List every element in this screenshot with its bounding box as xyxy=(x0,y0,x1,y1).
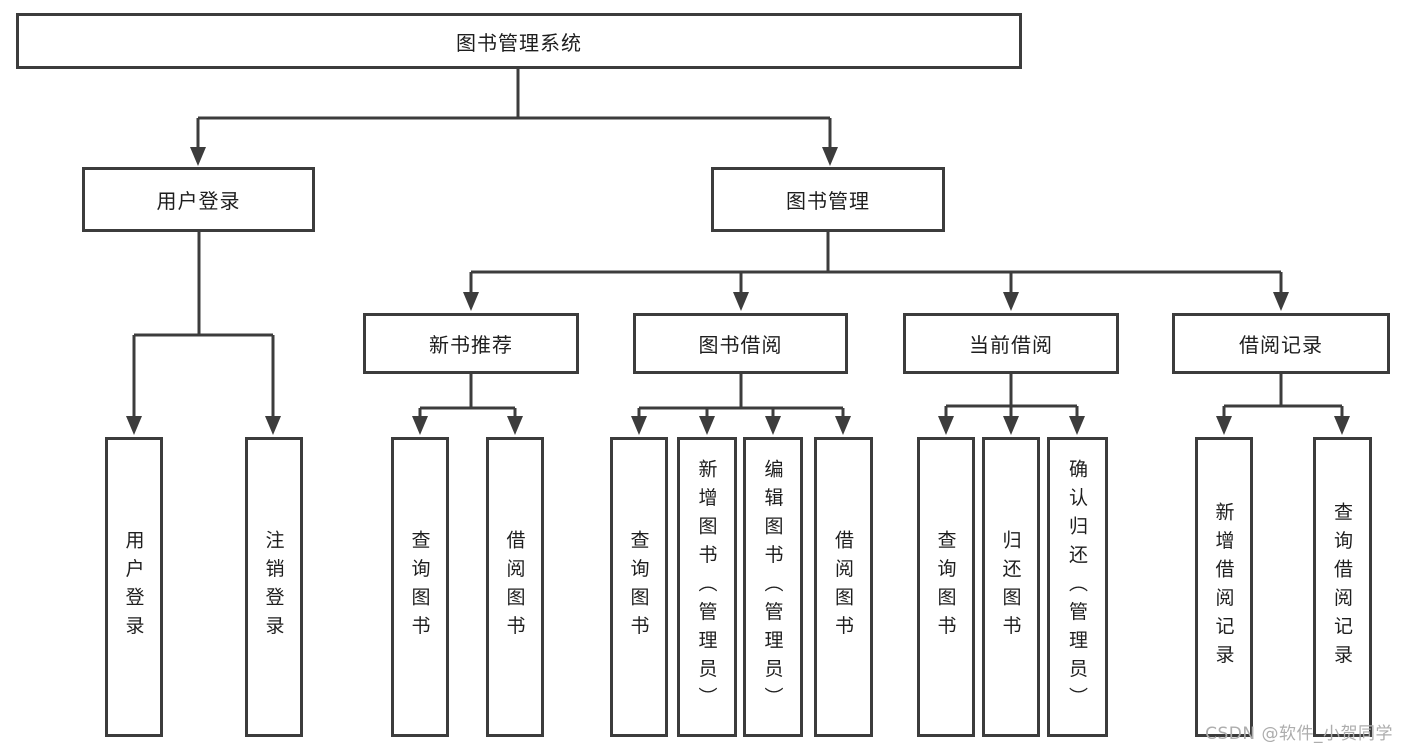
leaf-confirm-return-admin: 确认归还（管理员） xyxy=(1047,437,1108,737)
arrowhead-icon xyxy=(412,416,428,435)
leaf-borrow-books-borrowing: 借阅图书 xyxy=(814,437,873,737)
arrowhead-icon xyxy=(126,416,142,435)
arrowhead-icon xyxy=(1069,416,1085,435)
leaf-return-books: 归还图书 xyxy=(982,437,1040,737)
arrowhead-icon xyxy=(822,147,838,166)
arrowhead-icon xyxy=(1003,416,1019,435)
node-new-book-recommend: 新书推荐 xyxy=(363,313,579,374)
connector-user-login-children xyxy=(132,232,275,419)
connector-book-borrowing-children xyxy=(637,374,845,419)
arrowhead-icon xyxy=(1216,416,1232,435)
leaf-query-books-current: 查询图书 xyxy=(917,437,975,737)
arrowhead-icon xyxy=(507,416,523,435)
arrowhead-icon xyxy=(463,292,479,311)
arrowhead-icon xyxy=(265,416,281,435)
leaf-add-book-admin: 新增图书（管理员） xyxy=(677,437,737,737)
leaf-query-books-recommend: 查询图书 xyxy=(391,437,449,737)
leaf-query-books-borrowing: 查询图书 xyxy=(610,437,668,737)
connector-root-to-level2 xyxy=(196,69,832,150)
csdn-watermark: CSDN @软件_小贺同学 xyxy=(1205,724,1393,744)
leaf-edit-book-admin: 编辑图书（管理员） xyxy=(743,437,803,737)
node-user-login: 用户登录 xyxy=(82,167,315,232)
leaf-add-borrow-record: 新增借阅记录 xyxy=(1195,437,1253,737)
arrowhead-icon xyxy=(835,416,851,435)
arrowhead-icon xyxy=(1334,416,1350,435)
arrowhead-icon xyxy=(1273,292,1289,311)
node-book-management: 图书管理 xyxy=(711,167,945,232)
connector-current-borrowing-children xyxy=(944,374,1079,419)
leaf-query-borrow-record: 查询借阅记录 xyxy=(1313,437,1372,737)
arrowhead-icon xyxy=(733,292,749,311)
arrowhead-icon xyxy=(631,416,647,435)
leaf-logout: 注销登录 xyxy=(245,437,303,737)
arrowhead-icon xyxy=(699,416,715,435)
arrowhead-icon xyxy=(190,147,206,166)
node-current-borrowing: 当前借阅 xyxy=(903,313,1119,374)
leaf-user-login: 用户登录 xyxy=(105,437,163,737)
arrowhead-icon xyxy=(938,416,954,435)
connector-new-book-recommend-children xyxy=(418,374,517,419)
node-root: 图书管理系统 xyxy=(16,13,1022,69)
arrowhead-icon xyxy=(765,416,781,435)
leaf-borrow-books-recommend: 借阅图书 xyxy=(486,437,544,737)
arrowhead-icon xyxy=(1003,292,1019,311)
node-book-borrowing: 图书借阅 xyxy=(633,313,848,374)
node-borrowing-records: 借阅记录 xyxy=(1172,313,1390,374)
connector-borrowing-records-children xyxy=(1222,374,1344,419)
connector-book-management-children xyxy=(469,232,1283,295)
